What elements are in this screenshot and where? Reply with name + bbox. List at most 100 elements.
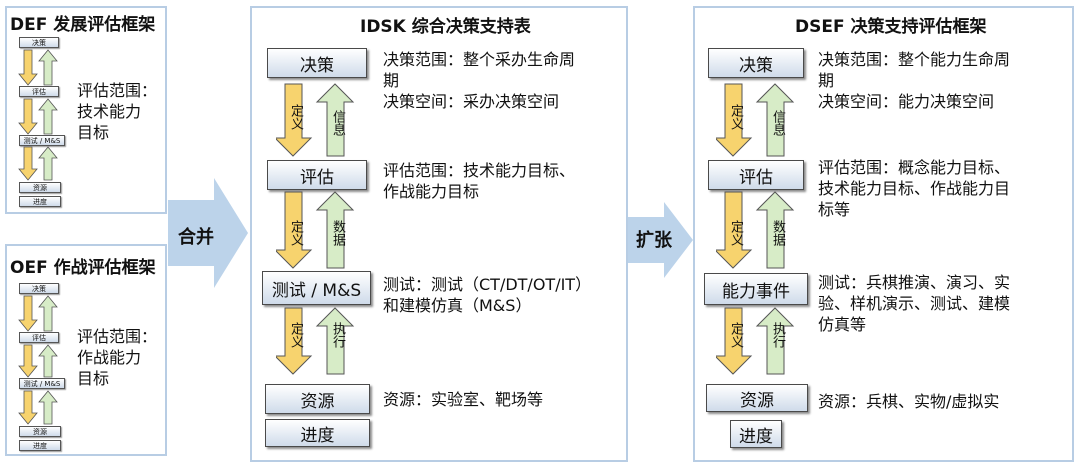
dsef-desc-decision: 决策范围：整个能力生命周 期 决策空间：能力决策空间: [818, 49, 1010, 112]
oef-panel-title: OEF 作战评估框架: [10, 258, 156, 278]
dsef-resource-box: 资源: [706, 384, 808, 412]
idsk-desc-eval: 评估范围：技术能力目标、 作战能力目标: [383, 160, 575, 202]
oef-define-arrow-1: [18, 295, 38, 332]
def-execute-arrow-3: [38, 146, 58, 181]
oef-define-arrow-2: [18, 344, 38, 378]
dsef-desc-decision-2: 期: [818, 71, 835, 90]
oef-info-arrow-1: [38, 295, 58, 332]
dsef-define-label-1: 定义: [728, 104, 743, 130]
def-schedule-box: 进度: [19, 196, 61, 207]
idsk-schedule-box: 进度: [265, 419, 370, 447]
idsk-define-label-1: 定义: [288, 104, 303, 130]
def-define-arrow-2: [18, 98, 38, 135]
oef-decision-box: 决策: [19, 283, 59, 294]
idsk-resource-box: 资源: [265, 384, 370, 414]
oef-data-arrow-2: [38, 344, 58, 378]
dsef-data-label-2: 数据: [770, 220, 785, 246]
def-info-arrow-1: [38, 49, 58, 86]
idsk-define-arrow-1: [276, 83, 313, 157]
oef-schedule-box: 进度: [19, 440, 61, 451]
dsef-define-label-3: 定义: [728, 322, 743, 348]
dsef-define-arrow-3: [716, 307, 753, 375]
idsk-desc-eval-2: 作战能力目标: [383, 182, 480, 201]
dsef-data-arrow-2: [755, 191, 795, 269]
idsk-test-box: 测试 / M&S: [262, 271, 371, 305]
idsk-execute-arrow-3: [315, 307, 355, 375]
expand-label: 扩张: [636, 230, 672, 251]
idsk-desc-test-1: 测试：测试（CT/DT/OT/IT）: [383, 275, 592, 294]
dsef-execute-label-3: 执行: [770, 322, 785, 348]
def-panel-title: DEF 发展评估框架: [10, 15, 156, 35]
oef-desc-line-1: 评估范围：: [77, 327, 158, 346]
idsk-decision-box: 决策: [267, 48, 367, 78]
idsk-define-arrow-2: [276, 191, 313, 269]
def-small-arrows: [18, 49, 58, 181]
idsk-desc-resource: 资源：实验室、靶场等: [383, 389, 543, 410]
dsef-define-arrow-1: [716, 83, 753, 157]
idsk-desc-decision-1: 决策范围：整个采办生命周: [383, 50, 576, 69]
idsk-desc-decision: 决策范围：整个采办生命周 期 决策空间：采办决策空间: [383, 49, 575, 112]
dsef-define-label-2: 定义: [728, 220, 743, 246]
dsef-desc-decision-3: 决策空间：能力决策空间: [818, 92, 995, 111]
def-desc-line-2: 技术能力: [77, 102, 142, 121]
oef-desc-line-2: 作战能力: [77, 348, 142, 367]
def-data-arrow-2: [38, 98, 58, 135]
def-resource-box: 资源: [19, 182, 61, 193]
idsk-desc-decision-3: 决策空间：采办决策空间: [383, 92, 560, 111]
dsef-decision-box: 决策: [708, 48, 804, 78]
oef-define-arrow-3: [18, 390, 38, 425]
oef-eval-box: 评估: [19, 332, 59, 343]
idsk-desc-eval-1: 评估范围：技术能力目标、: [383, 161, 576, 180]
idsk-define-arrow-3: [276, 307, 313, 375]
idsk-info-arrow-1: [315, 83, 355, 157]
dsef-desc-resource: 资源：兵棋、实物/虚拟实: [818, 391, 999, 412]
idsk-eval-box: 评估: [267, 160, 367, 190]
def-desc-line-3: 目标: [77, 123, 110, 142]
dsef-define-arrow-2: [716, 191, 753, 269]
idsk-define-label-2: 定义: [288, 220, 303, 246]
idsk-desc-test: 测试：测试（CT/DT/OT/IT） 和建模仿真（M&S）: [383, 274, 591, 316]
idsk-execute-label-3: 执行: [330, 322, 345, 348]
dsef-desc-eval-3: 标等: [818, 200, 851, 219]
idsk-data-arrow-2: [315, 191, 355, 269]
idsk-desc-resource-1: 资源：实验室、靶场等: [383, 390, 544, 409]
oef-desc-line-3: 目标: [77, 369, 110, 388]
def-eval-box: 评估: [19, 86, 59, 97]
dsef-arrows: [716, 83, 795, 375]
dsef-info-label-1: 信息: [770, 110, 785, 136]
dsef-execute-arrow-3: [755, 307, 795, 375]
merge-label: 合并: [178, 227, 214, 248]
idsk-desc-decision-2: 期: [383, 71, 400, 90]
dsef-desc-eval: 评估范围：概念能力目标、 技术能力目标、作战能力目 标等: [818, 157, 1010, 220]
dsef-desc-decision-1: 决策范围：整个能力生命周: [818, 50, 1011, 69]
merge-arrow: [168, 178, 248, 288]
dsef-eval-box: 评估: [708, 160, 804, 190]
dsef-panel-title: DSEF 决策支持评估框架: [795, 17, 987, 37]
oef-small-arrows: [18, 295, 58, 425]
idsk-desc-test-2: 和建模仿真（M&S）: [383, 296, 532, 315]
oef-resource-box: 资源: [19, 426, 61, 437]
def-decision-box: 决策: [19, 37, 59, 48]
def-define-arrow-1: [18, 49, 38, 86]
def-test-box: 测试 / M&S: [19, 135, 65, 146]
dsef-desc-test-2: 验、样机演示、测试、建模: [818, 294, 1011, 313]
dsef-desc-test-1: 测试：兵棋推演、演习、实: [818, 273, 1011, 292]
oef-execute-arrow-3: [38, 390, 58, 425]
idsk-data-label-2: 数据: [330, 220, 345, 246]
def-define-arrow-3: [18, 146, 38, 181]
dsef-desc-test-3: 仿真等: [818, 315, 867, 334]
idsk-info-label-1: 信息: [330, 110, 345, 136]
oef-test-box: 测试 / M&S: [19, 378, 65, 389]
dsef-desc-resource-1: 资源：兵棋、实物/虚拟实: [818, 392, 1000, 411]
dsef-capability-event-box: 能力事件: [704, 273, 808, 305]
expand-arrow: [628, 202, 693, 278]
dsef-info-arrow-1: [755, 83, 795, 157]
idsk-panel-title: IDSK 综合决策支持表: [360, 17, 531, 37]
idsk-define-label-3: 定义: [288, 322, 303, 348]
def-desc-line-1: 评估范围：: [77, 81, 158, 100]
dsef-desc-test: 测试：兵棋推演、演习、实 验、样机演示、测试、建模 仿真等: [818, 272, 1010, 335]
dsef-desc-eval-1: 评估范围：概念能力目标、: [818, 158, 1011, 177]
def-desc: 评估范围： 技术能力 目标: [77, 80, 157, 143]
oef-desc: 评估范围： 作战能力 目标: [77, 326, 157, 389]
idsk-arrows: [276, 83, 355, 375]
